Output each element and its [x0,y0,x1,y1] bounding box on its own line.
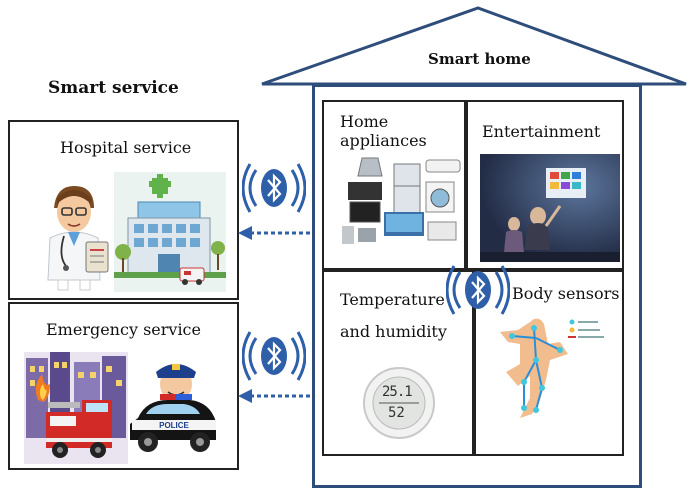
temperature-label-line1: Temperature [340,290,445,309]
hospital-building-illustration [114,172,226,292]
hygrometer-illustration [363,367,435,439]
entertainment-panel: Entertainment [466,100,624,270]
temperature-label-line2: and humidity [340,322,447,341]
bluetooth-icon [242,331,306,381]
humidity-reading: 52 [388,405,405,421]
bluetooth-icon [242,163,306,213]
appliances-illustration [342,157,461,244]
smart-service-title: Smart service [48,78,179,98]
entertainment-label: Entertainment [482,122,601,141]
hospital-service-panel: Hospital service [8,120,239,300]
temperature-reading: 25.1 [382,384,413,400]
arrow-to-emergency [238,389,314,403]
emergency-service-panel: Emergency service POLICE [8,302,239,470]
smart-home-title: Smart home [428,50,531,68]
hospital-service-label: Hospital service [60,138,192,157]
doctor-illustration [47,186,109,291]
body-sensors-label: Body sensors [512,284,620,303]
police-text: POLICE [159,421,189,430]
police-car-illustration: POLICE [130,364,216,452]
home-appliances-panel: Home appliances [322,100,466,270]
home-appliances-label-line2: appliances [340,131,427,150]
body-skeleton-illustration [500,318,604,418]
emergency-service-label: Emergency service [46,320,201,339]
fire-truck-illustration [24,352,128,464]
entertainment-illustration [480,154,620,262]
house-roof [261,6,687,86]
bluetooth-icon [446,265,510,315]
arrow-to-hospital [238,226,314,240]
house-frame [312,84,642,488]
home-appliances-label-line1: Home [340,112,389,131]
